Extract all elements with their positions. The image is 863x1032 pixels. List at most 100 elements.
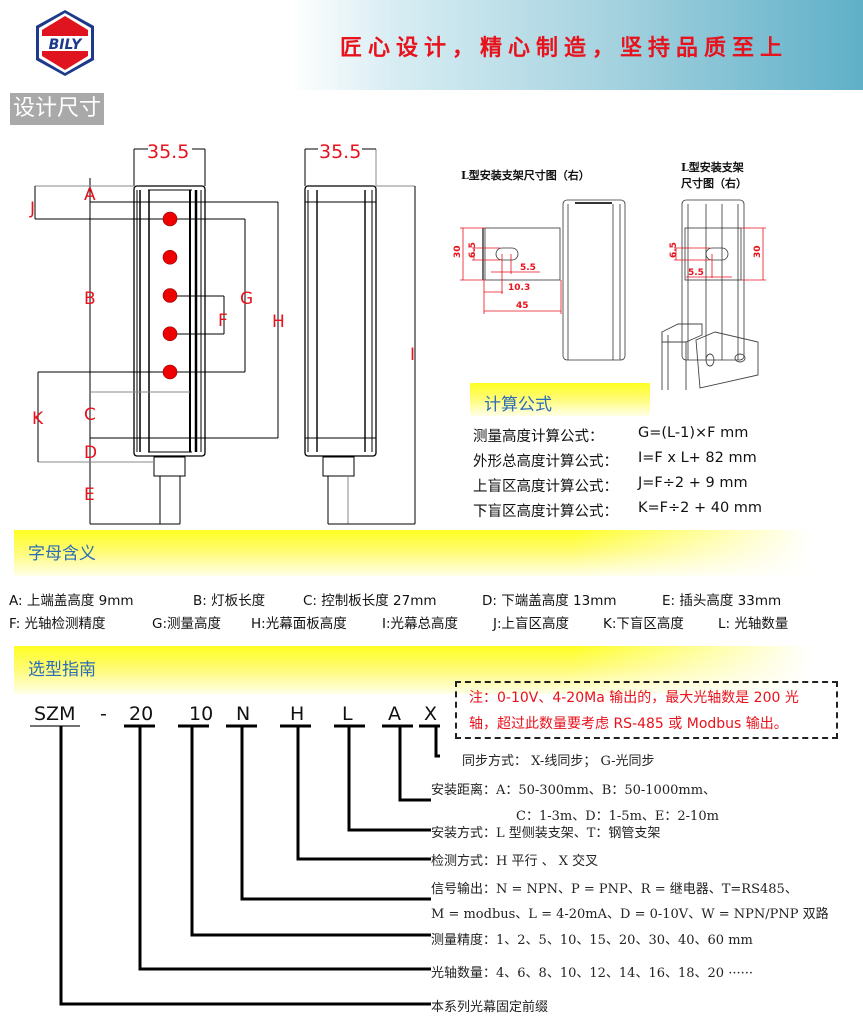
label-D: D (84, 443, 97, 463)
desc-sync: 同步方式： X-线同步； G-光同步 (462, 754, 655, 769)
side-connector (322, 456, 355, 477)
letter-F: F: 光轴检测精度 (9, 616, 106, 632)
letters-title: 字母含义 (28, 544, 96, 564)
formula-expr-0: G=(L-1)×F mm (638, 425, 749, 441)
guide-section-bar: 选型指南 (14, 646, 811, 694)
bracket-title-1: L型安装支架尺寸图（右） (461, 169, 590, 182)
bracket-3d-sketch (661, 323, 759, 390)
bracket1-length: 45 (516, 301, 529, 311)
bracket1-offset: 10.3 (508, 283, 530, 293)
formula-expr-1: I=F x L+ 82 mm (638, 450, 757, 466)
letters-section-bar: 字母含义 (14, 530, 811, 576)
beam-emitter (162, 288, 178, 303)
desc-distance-2: C：1-3m、D：1-5m、E：2-10m (516, 809, 719, 824)
bracket2-height: 30 (753, 245, 763, 258)
bracket2-plate (684, 227, 742, 281)
branch-detection (296, 726, 431, 861)
beam-emitter (162, 326, 178, 342)
letter-E: E: 插头高度 33mm (662, 593, 782, 609)
bracket-drawings: 30 6.5 5.5 10.3 45 30 6.5 5.5 (453, 199, 766, 390)
desc-detection: 检测方式：H 平行 、 X 交叉 (431, 854, 599, 869)
formula-label-1: 外形总高度计算公式： (473, 454, 618, 470)
desc-output-2: M = modbus、L = 4-20mA、D = 0-10V、W = NPN/… (431, 907, 829, 922)
label-K: K (32, 409, 44, 429)
bracket1-plate (484, 227, 561, 281)
code-dash: - (100, 703, 107, 725)
letter-D: D: 下端盖高度 13mm (482, 593, 617, 609)
company-logo: BILY (36, 10, 94, 76)
dimension-drawing: 35.5 35.5 A B C D E F G H I J K (29, 141, 416, 525)
bracket1-slot-dim: 6.5 (468, 242, 478, 258)
branch-prefix (59, 726, 431, 1006)
formula-label-0: 测量高度计算公式： (473, 429, 604, 445)
side-body (304, 185, 377, 457)
code-output: N (236, 703, 251, 725)
formula-expr-3: K=F÷2 + 40 mm (638, 500, 763, 516)
branch-sync (434, 726, 440, 758)
letter-A: A: 上端盖高度 9mm (9, 593, 134, 609)
beam-emitter (162, 211, 178, 227)
formula-section-bar: 计算公式 (470, 383, 650, 416)
formula-label-2: 上盲区高度计算公式： (473, 479, 618, 495)
header-banner (290, 0, 863, 90)
branch-distance (398, 726, 431, 802)
letter-L: L: 光轴数量 (718, 616, 789, 632)
formula-label-3: 下盲区高度计算公式： (473, 504, 618, 520)
label-H: H (272, 312, 285, 332)
label-I: I (410, 345, 415, 365)
front-connector (153, 456, 186, 477)
bracket2-slot-dim: 6.5 (669, 242, 679, 258)
letter-H: H:光幕面板高度 (251, 616, 347, 632)
code-precision: 10 (189, 703, 214, 725)
letter-B: B: 灯板长度 (193, 593, 266, 609)
label-F: F (218, 311, 228, 331)
label-J: J (29, 199, 35, 219)
letter-K: K:下盲区高度 (603, 616, 684, 632)
letter-J: J:上盲区高度 (493, 616, 570, 632)
desc-precision: 测量精度：1、2、5、10、15、20、30、40、60 mm (431, 933, 753, 948)
branch-mounting (347, 726, 431, 832)
bracket1-height: 30 (453, 245, 463, 258)
label-C: C (84, 405, 96, 425)
bracket1-slot-width: 5.5 (520, 263, 536, 273)
formula-expr-2: J=F÷2 + 9 mm (638, 475, 748, 491)
note-line-2: 轴，超过此数量要考虑 RS-485 或 Modbus 输出。 (469, 716, 788, 732)
dim-width-side: 35.5 (319, 141, 361, 163)
branch-output (240, 726, 431, 901)
bracket-title-2-line2: 尺寸图（右） (681, 177, 747, 190)
desc-mounting: 安装方式：L 型侧装支架、T：钢管支架 (431, 826, 661, 841)
code-beam-count: 20 (129, 703, 154, 725)
note-line-1: 注：0-10V、4-20Ma 输出的，最大光轴数是 200 光 (469, 690, 799, 706)
code-sync: X (424, 703, 438, 725)
branch-beam-count (138, 726, 431, 971)
code-detection: H (290, 703, 305, 725)
slogan: 匠心设计，精心制造，坚持品质至上 (340, 35, 789, 61)
label-G: G (240, 289, 253, 309)
label-E: E (84, 485, 95, 505)
code-distance: A (388, 703, 401, 725)
bracket1-profile (562, 199, 626, 361)
bracket2-slot (705, 247, 729, 261)
letter-I: I:光幕总高度 (382, 616, 459, 632)
code-mounting: L (342, 703, 353, 725)
logo-text: BILY (49, 37, 84, 53)
bracket1-slot (495, 247, 519, 261)
front-body (133, 185, 206, 457)
letter-C: C: 控制板长度 27mm (303, 593, 437, 609)
letter-G: G:测量高度 (152, 616, 222, 632)
beam-emitter (162, 364, 178, 380)
desc-output-1: 信号输出：N = NPN、P = PNP、R = 继电器、T=RS485、 (431, 882, 798, 897)
section-title-design: 设计尺寸 (10, 93, 105, 125)
desc-beam-count: 光轴数量：4、6、8、10、12、14、16、18、20 ······ (431, 966, 753, 981)
output-note: 注：0-10V、4-20Ma 输出的，最大光轴数是 200 光 轴，超过此数量要… (455, 681, 838, 739)
bracket2-slot-width: 5.5 (688, 268, 704, 278)
guide-title: 选型指南 (28, 660, 96, 680)
branch-precision (190, 726, 431, 937)
desc-distance-1: 安装距离：A：50-300mm、B：50-1000mm、 (431, 783, 717, 798)
label-A: A (84, 185, 96, 205)
beam-emitter (162, 249, 178, 265)
dim-width-front: 35.5 (147, 141, 189, 163)
code-prefix: SZM (34, 703, 76, 725)
selection-tree (30, 724, 440, 1006)
label-B: B (84, 289, 96, 309)
